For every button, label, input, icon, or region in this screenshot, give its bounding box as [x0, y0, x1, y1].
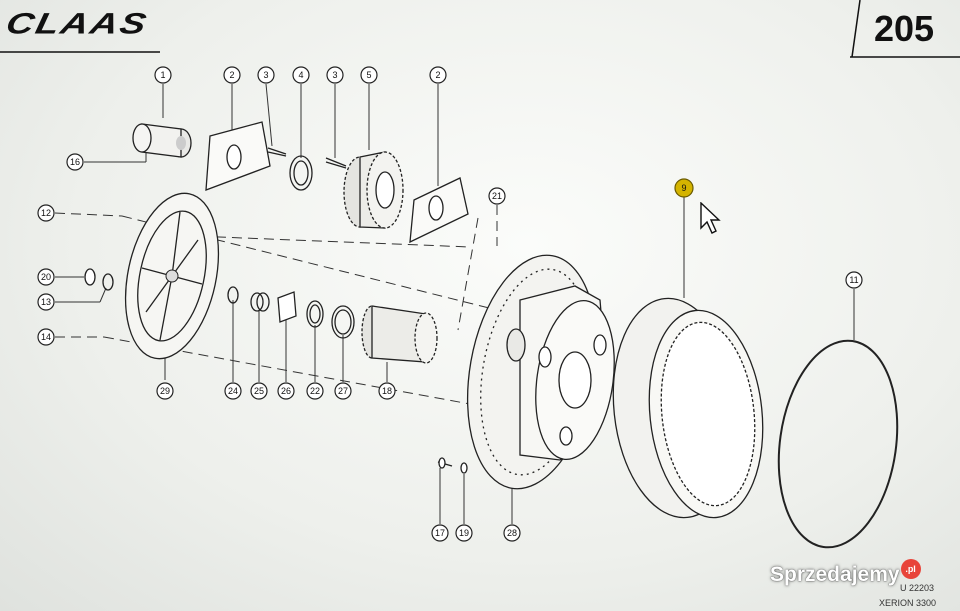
callout-2[interactable]: 2 [223, 66, 241, 84]
callout-3[interactable]: 3 [326, 66, 344, 84]
part-28-housing [466, 254, 615, 490]
svg-text:20: 20 [41, 272, 51, 282]
part-19-washer [460, 462, 468, 474]
callout-19[interactable]: 19 [455, 524, 473, 542]
watermark-badge: .pl [900, 559, 921, 579]
part-13-oring [102, 273, 114, 291]
svg-text:27: 27 [338, 386, 348, 396]
callout-12[interactable]: 12 [37, 204, 55, 222]
model-name: XERION 3300 [879, 598, 937, 608]
svg-text:19: 19 [459, 528, 469, 538]
part-3-pin-a [267, 147, 287, 157]
callout-3[interactable]: 3 [257, 66, 275, 84]
part-18-sun-gear [361, 305, 438, 364]
svg-text:25: 25 [254, 386, 264, 396]
callout-21[interactable]: 21 [488, 187, 506, 205]
callout-24[interactable]: 24 [224, 382, 242, 400]
callout-26[interactable]: 26 [277, 382, 295, 400]
svg-text:2: 2 [435, 70, 440, 80]
part-20-washer [84, 268, 96, 286]
page-number: 205 [874, 8, 935, 49]
svg-text:11: 11 [849, 275, 858, 285]
callout-17[interactable]: 17 [431, 524, 449, 542]
part-17-bolt [437, 457, 453, 469]
callout-2[interactable]: 2 [429, 66, 447, 84]
part-26-plate [277, 291, 297, 323]
callout-9-highlighted[interactable]: 9 [674, 178, 694, 198]
callout-18[interactable]: 18 [378, 382, 396, 400]
svg-text:29: 29 [160, 386, 170, 396]
callout-29[interactable]: 29 [156, 382, 174, 400]
callout-25[interactable]: 25 [250, 382, 268, 400]
callout-4[interactable]: 4 [292, 66, 310, 84]
svg-text:21: 21 [492, 191, 502, 201]
part-27-ring [331, 305, 355, 339]
callout-11[interactable]: 11 [845, 271, 863, 289]
part-4-ring [289, 155, 313, 191]
svg-text:17: 17 [435, 528, 445, 538]
callout-14[interactable]: 14 [37, 328, 55, 346]
part-2-shim-right [409, 177, 469, 244]
sprzedajemy-watermark: Sprzedajemy .pl [770, 559, 921, 587]
svg-text:1: 1 [160, 70, 165, 80]
mouse-cursor-icon [700, 202, 721, 234]
part-5-planet-gear [343, 151, 404, 229]
svg-text:16: 16 [70, 157, 80, 167]
callout-27[interactable]: 27 [334, 382, 352, 400]
callout-20[interactable]: 20 [37, 268, 55, 286]
part-3-pin-b [325, 157, 347, 169]
svg-text:2: 2 [229, 70, 234, 80]
svg-text:13: 13 [41, 297, 51, 307]
callout-5[interactable]: 5 [360, 66, 378, 84]
part-24-ring [227, 286, 239, 304]
svg-text:5: 5 [366, 70, 371, 80]
svg-text:4: 4 [298, 70, 303, 80]
svg-text:14: 14 [41, 332, 51, 342]
svg-text:9: 9 [681, 183, 686, 193]
svg-text:28: 28 [507, 528, 517, 538]
svg-text:26: 26 [281, 386, 291, 396]
svg-text:3: 3 [263, 70, 268, 80]
part-29-cover-plate [124, 192, 220, 360]
part-1-pin [132, 123, 192, 158]
leader-lines [54, 83, 855, 524]
part-2-shim-left [205, 121, 271, 191]
callout-13[interactable]: 13 [37, 293, 55, 311]
svg-text:3: 3 [332, 70, 337, 80]
svg-text:12: 12 [41, 208, 51, 218]
header-divider [851, 0, 861, 58]
part-22-ring [306, 300, 324, 328]
svg-text:22: 22 [310, 386, 320, 396]
svg-text:18: 18 [382, 386, 392, 396]
part-11-retaining-ring [777, 339, 899, 549]
svg-text:24: 24 [228, 386, 238, 396]
part-25-ring [250, 292, 270, 312]
drawing-number: U 22203 [900, 583, 935, 593]
part-9-ring-gear [612, 297, 764, 519]
callout-28[interactable]: 28 [503, 524, 521, 542]
watermark-text: Sprzedajemy [770, 563, 900, 586]
callout-22[interactable]: 22 [306, 382, 324, 400]
callout-16[interactable]: 16 [66, 153, 84, 171]
callout-1[interactable]: 1 [154, 66, 172, 84]
